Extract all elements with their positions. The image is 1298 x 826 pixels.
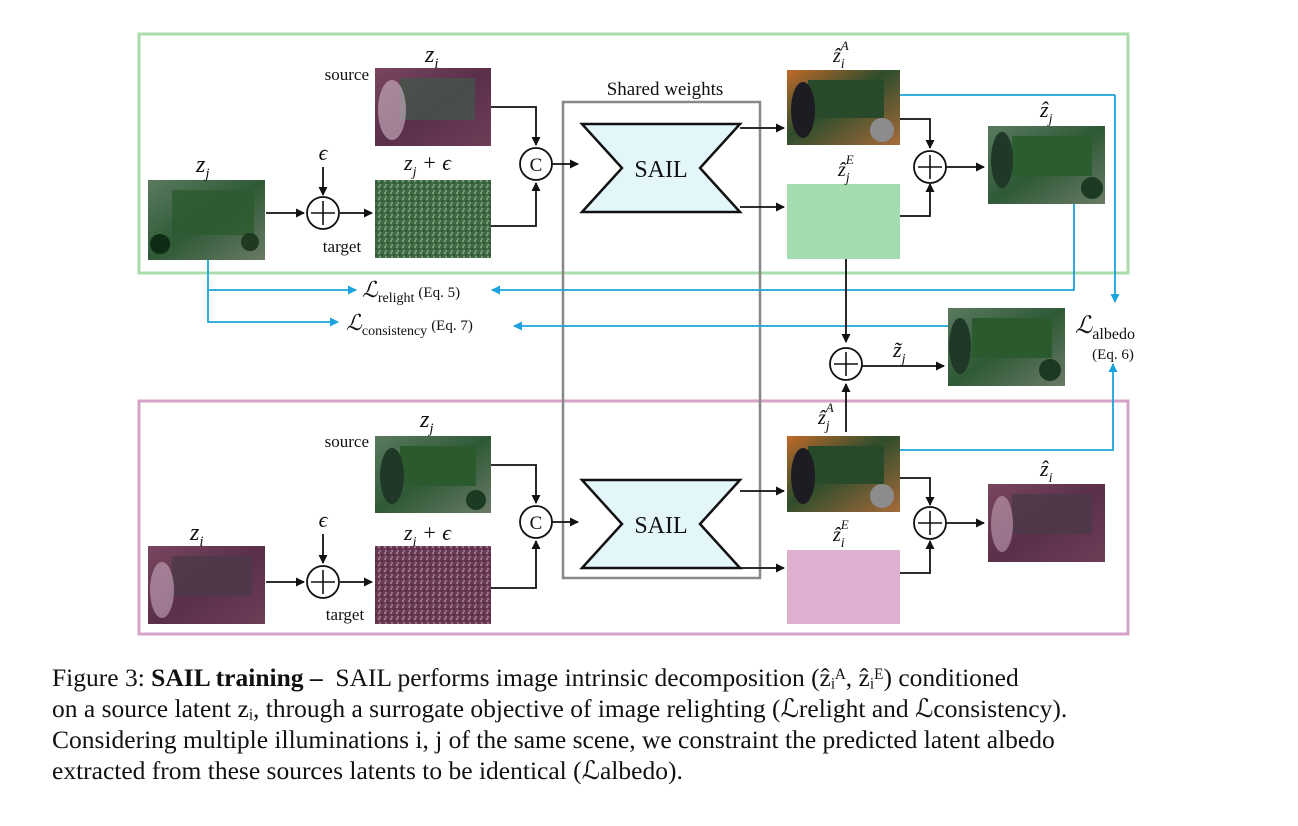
middle-recombined-image xyxy=(948,308,1065,386)
top-concat-label: C xyxy=(530,155,543,176)
caption-label: Figure 3: xyxy=(52,663,152,692)
bottom-branch-frame xyxy=(137,399,1130,636)
top-output-image xyxy=(988,126,1105,204)
caption-line-2: on a source latent zᵢ, through a surroga… xyxy=(52,694,1068,723)
albedo-loss-label: ℒalbedo xyxy=(1075,313,1135,343)
caption-line-1: Figure 3: SAIL training – SAIL performs … xyxy=(52,662,1252,693)
sail-training-diagram: Shared weights source zi zj ϵ target zj … xyxy=(137,32,1135,636)
top-sail-label: SAIL xyxy=(634,157,687,183)
middle-tilde-z: z̃j xyxy=(892,337,906,367)
bottom-output-image xyxy=(988,484,1105,562)
shared-weights-frame xyxy=(561,100,762,580)
bottom-albedo-image xyxy=(787,436,900,512)
top-epsilon: ϵ xyxy=(319,140,329,165)
top-noisy-image xyxy=(375,180,491,258)
bottom-illumination-embedding xyxy=(787,550,900,624)
bottom-albedo-z: ẑjA xyxy=(817,400,834,434)
bottom-source-image xyxy=(375,436,491,513)
caption-title: SAIL training – xyxy=(151,663,323,692)
bottom-noisy-image xyxy=(375,546,491,624)
bottom-embed-z: ẑiE xyxy=(832,517,849,551)
top-embed-z: ẑjE xyxy=(837,152,854,186)
caption-line-4: extracted from these sources latents to … xyxy=(52,756,683,785)
top-target-label: target xyxy=(323,237,362,256)
top-input-image xyxy=(148,180,265,260)
shared-weights-label: Shared weights xyxy=(607,79,724,100)
bottom-input-z: zi xyxy=(189,520,204,550)
top-branch-frame xyxy=(137,32,1130,275)
bottom-sail-label: SAIL xyxy=(634,513,687,539)
relight-loss-arrow-right xyxy=(491,204,1075,295)
top-output-z: ẑj xyxy=(1039,97,1053,127)
top-illumination-embedding xyxy=(787,184,900,259)
top-source-z: zi xyxy=(424,42,439,72)
figure-caption: Figure 3: SAIL training – SAIL performs … xyxy=(52,662,1252,786)
bottom-concat-label: C xyxy=(530,513,543,534)
top-source-image xyxy=(375,68,491,146)
albedo-loss-eq: (Eq. 6) xyxy=(1092,347,1134,363)
top-input-z: zj xyxy=(195,152,210,182)
bottom-target-label: target xyxy=(326,605,365,624)
bottom-source-label: source xyxy=(325,432,369,451)
relight-loss-label: ℒrelight(Eq. 5) xyxy=(362,277,460,306)
caption-line-1-text: SAIL performs image intrinsic decomposit… xyxy=(322,663,1019,692)
consistency-loss-arrow-left xyxy=(207,290,339,327)
top-source-label: source xyxy=(325,65,369,84)
bottom-noisy-z: zi + ϵ xyxy=(403,520,452,550)
top-albedo-z: ẑiA xyxy=(832,38,849,72)
top-noisy-z: zj + ϵ xyxy=(403,150,452,180)
caption-line-3: Considering multiple illuminations i, j … xyxy=(52,725,1055,754)
bottom-source-z: zj xyxy=(419,407,434,437)
bottom-output-z: ẑi xyxy=(1039,456,1053,486)
albedo-loss-arrow-bottom xyxy=(900,363,1118,451)
top-sail-network xyxy=(579,122,743,214)
consistency-loss-label: ℒconsistency(Eq. 7) xyxy=(346,310,473,339)
bottom-epsilon: ϵ xyxy=(319,507,329,532)
relight-loss-arrow-left xyxy=(207,260,357,295)
top-albedo-image xyxy=(787,70,900,145)
bottom-input-image xyxy=(148,546,265,624)
